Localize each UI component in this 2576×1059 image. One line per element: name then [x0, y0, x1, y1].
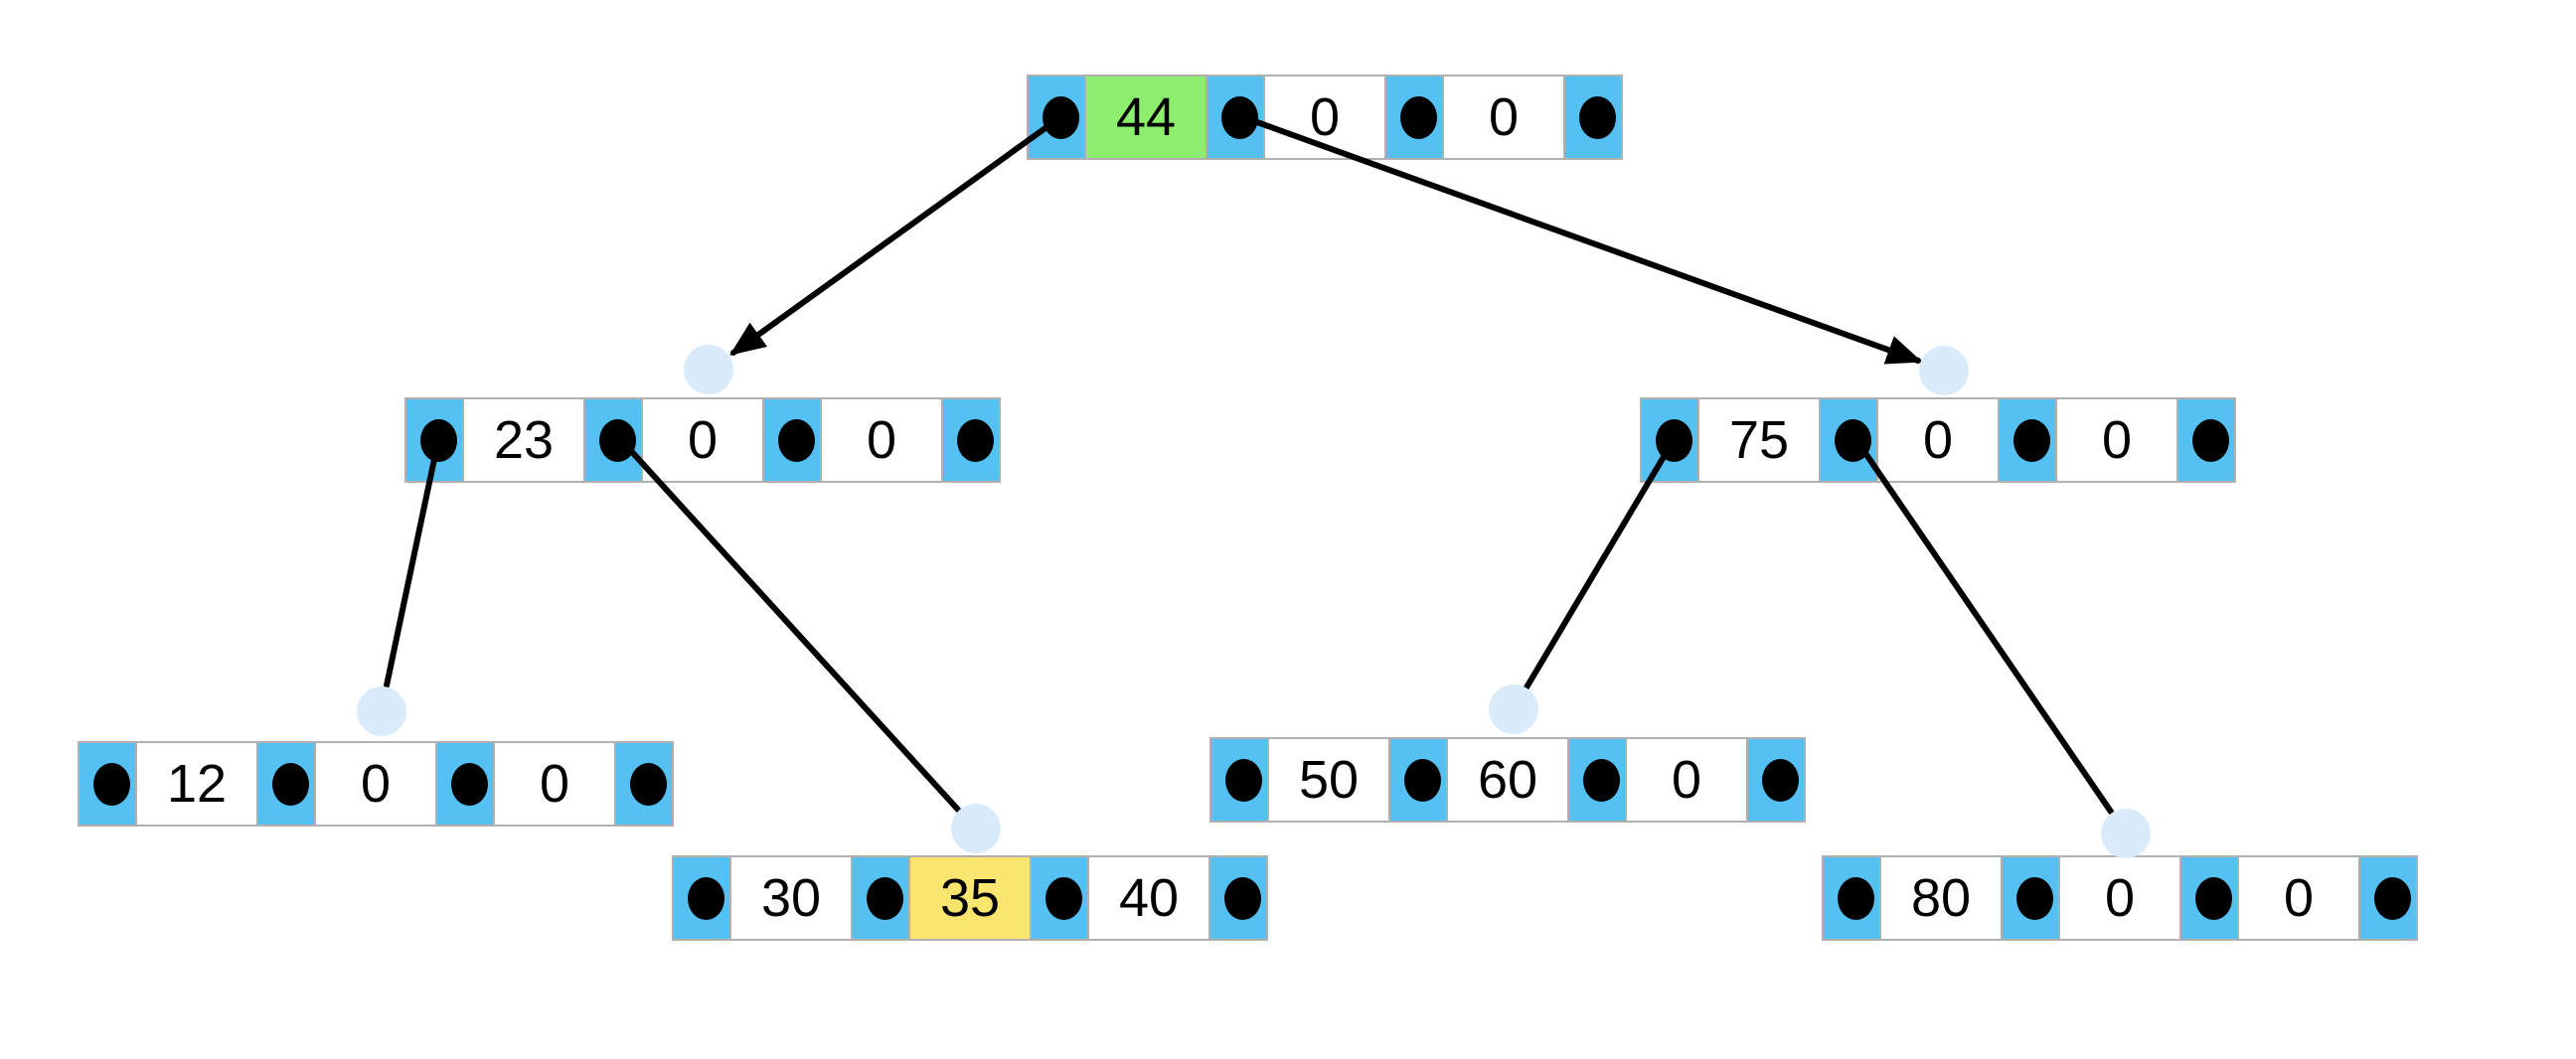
pointer-dot-icon	[629, 762, 667, 806]
key-cell-30: 30	[729, 855, 853, 941]
pointer-cell	[2179, 855, 2239, 941]
pointer-dot-icon	[956, 418, 994, 462]
pointer-dot-icon	[419, 418, 457, 462]
pointer-dot-icon	[1042, 95, 1079, 139]
pointer-dot-icon	[777, 418, 815, 462]
pointer-cell	[256, 741, 316, 827]
pointer-dot-icon	[1578, 95, 1616, 139]
key-cell-60: 60	[1446, 737, 1569, 823]
pointer-dot-icon	[1582, 758, 1620, 802]
pointer-dot-icon	[271, 762, 309, 806]
pointer-cell	[1384, 75, 1444, 160]
pointer-dot-icon	[2191, 418, 2229, 462]
key-cell-40: 40	[1087, 855, 1210, 941]
pointer-cell	[1819, 397, 1878, 483]
pointer-cell	[583, 397, 643, 483]
pointer-cell	[1563, 75, 1623, 160]
pointer-cell	[1998, 397, 2057, 483]
pointer-dot-icon	[2194, 876, 2232, 920]
pointer-dot-icon	[1403, 758, 1441, 802]
pointer-dot-icon	[2015, 876, 2053, 920]
key-cell-50: 50	[1267, 737, 1390, 823]
pointer-cell	[1208, 855, 1268, 941]
key-cell-12: 12	[135, 741, 258, 827]
pointer-dot-icon	[1399, 95, 1437, 139]
pointer-cell	[435, 741, 495, 827]
pointer-dot-icon	[687, 876, 724, 920]
key-cell-0: 0	[1876, 397, 2000, 483]
pointer-cell	[404, 397, 464, 483]
btree-node-30-35-40: 30 35 40	[672, 855, 1268, 941]
pointer-dot-icon	[1220, 95, 1258, 139]
pointer-dot-icon	[1834, 418, 1871, 462]
pointer-cell	[78, 741, 137, 827]
key-cell-0: 0	[1625, 737, 1748, 823]
pointer-cell	[1746, 737, 1806, 823]
pointer-cell	[2176, 397, 2236, 483]
pointer-dot-icon	[2373, 876, 2411, 920]
pointer-dot-icon	[1837, 876, 1874, 920]
key-cell-80: 80	[1879, 855, 2003, 941]
pointer-dot-icon	[1655, 418, 1692, 462]
pointer-dot-icon	[1224, 758, 1262, 802]
pointer-cell	[941, 397, 1001, 483]
pointer-dot-icon	[866, 876, 903, 920]
pointer-cell	[1206, 75, 1265, 160]
pointer-cell	[2001, 855, 2060, 941]
pointer-dot-icon	[598, 418, 636, 462]
pointer-dot-icon	[2012, 418, 2050, 462]
pointer-cell	[1388, 737, 1448, 823]
pointer-cell	[1027, 75, 1086, 160]
pointer-cell	[1209, 737, 1269, 823]
key-cell-0: 0	[641, 397, 764, 483]
pointer-cell	[851, 855, 910, 941]
pointer-dot-icon	[1045, 876, 1082, 920]
key-cell-35: 35	[908, 855, 1032, 941]
pointer-cell	[1030, 855, 1089, 941]
pointer-dot-icon	[92, 762, 130, 806]
pointer-cell	[762, 397, 822, 483]
key-cell-0: 0	[1263, 75, 1386, 160]
pointer-dot-icon	[450, 762, 488, 806]
key-cell-0: 0	[1442, 75, 1565, 160]
pointer-cell	[1640, 397, 1699, 483]
pointer-cell	[614, 741, 674, 827]
pointer-cell	[1822, 855, 1881, 941]
key-cell-0: 0	[493, 741, 616, 827]
btree-node-50-60: 50 60 0	[1209, 737, 1806, 823]
key-cell-23: 23	[462, 397, 585, 483]
pointer-cell	[1567, 737, 1627, 823]
pointer-cell	[2358, 855, 2418, 941]
key-cell-0: 0	[2055, 397, 2178, 483]
key-cell-0: 0	[314, 741, 437, 827]
key-cell-0: 0	[2237, 855, 2360, 941]
key-cell-0: 0	[820, 397, 943, 483]
pointer-cell	[672, 855, 731, 941]
pointer-dot-icon	[1761, 758, 1799, 802]
key-cell-0: 0	[2058, 855, 2181, 941]
key-cell-44: 44	[1084, 75, 1208, 160]
key-cell-75: 75	[1697, 397, 1821, 483]
pointer-dot-icon	[1223, 876, 1261, 920]
